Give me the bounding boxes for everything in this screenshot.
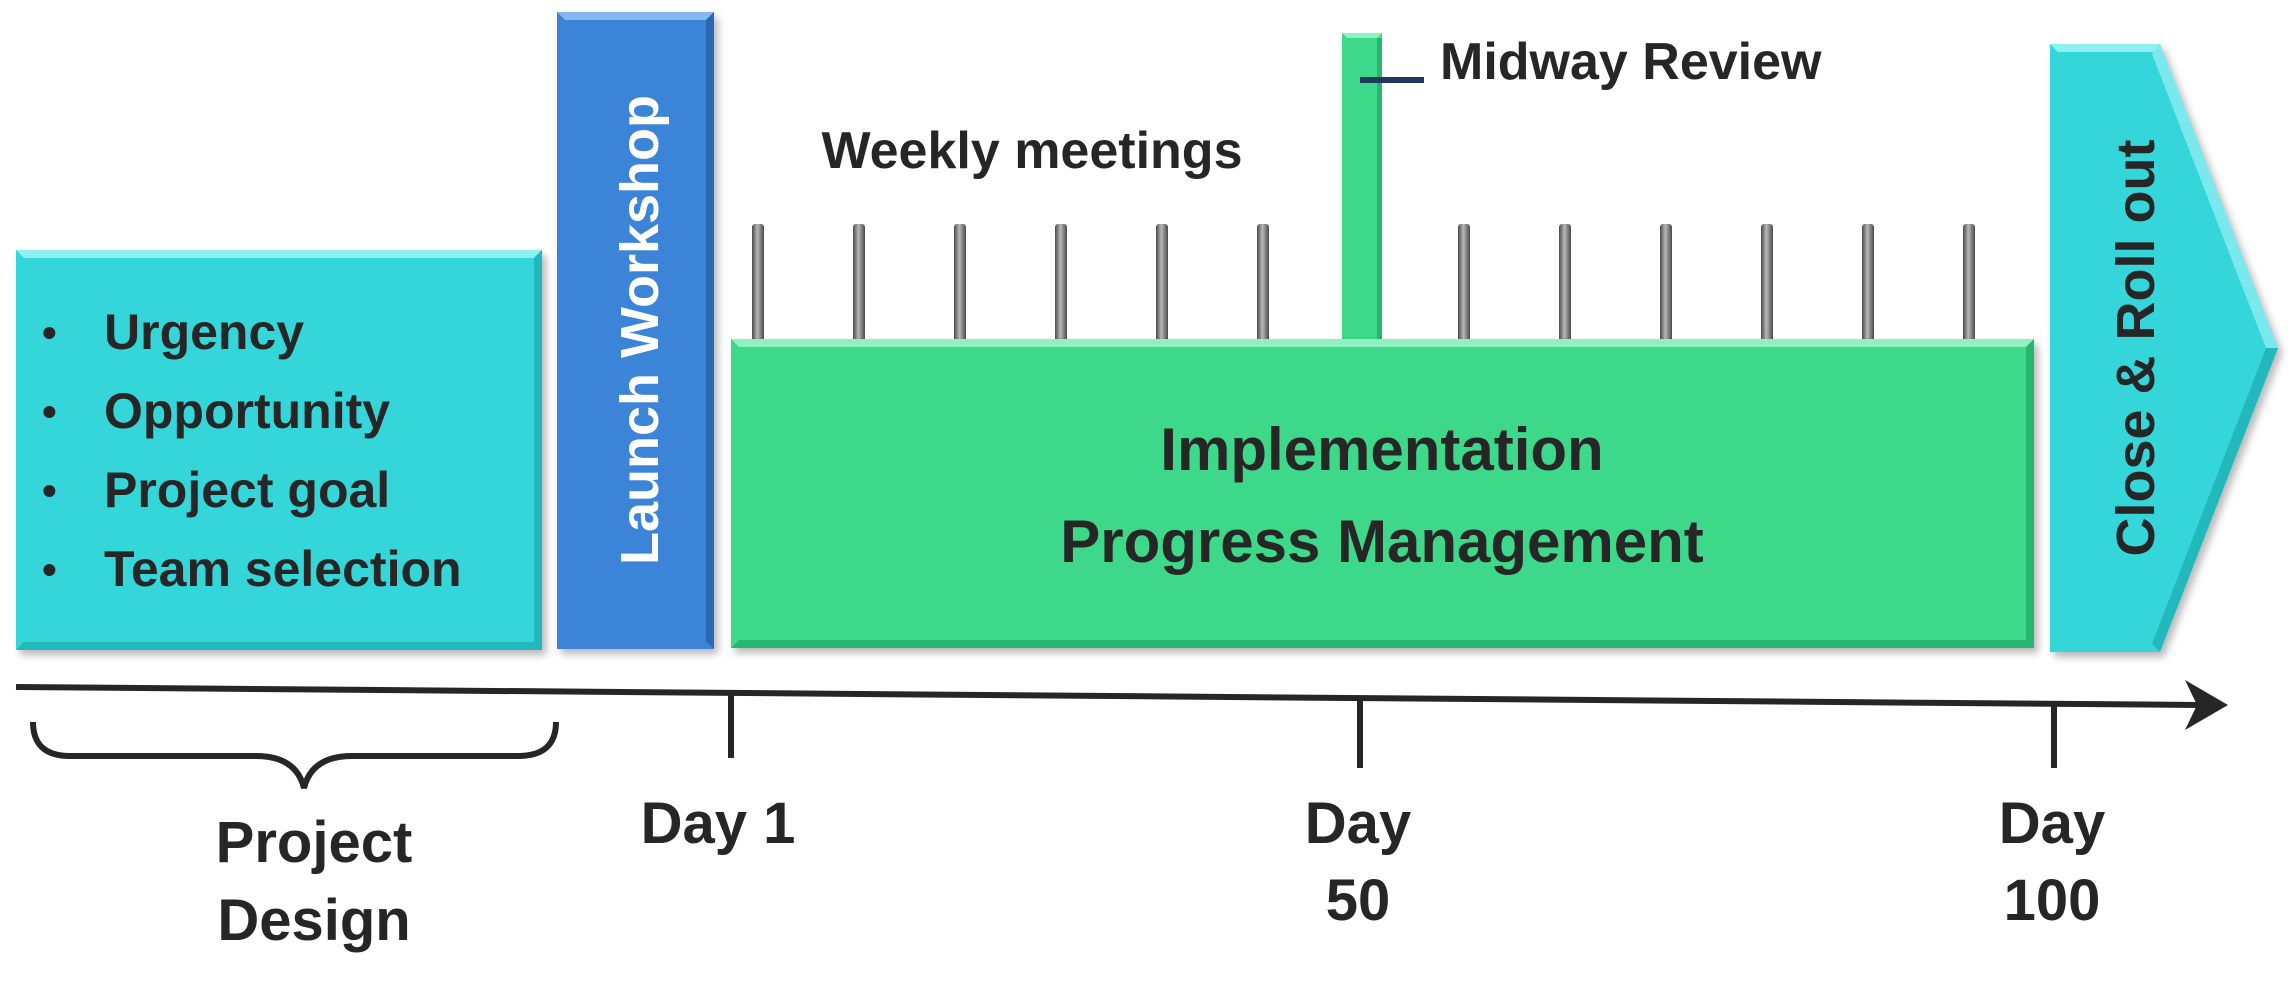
- weekly-meeting-pins: [752, 224, 1975, 342]
- weekly-meetings-label: Weekly meetings: [821, 122, 1242, 180]
- launch-workshop-bar: Launch Workshop: [557, 12, 714, 649]
- project-design-brace: [30, 721, 559, 789]
- close-rollout-label: Close & Roll out: [2106, 139, 2166, 556]
- milestone-day100-label-line1: Day: [1999, 791, 2105, 856]
- weekly-meeting-pin: [752, 224, 764, 342]
- weekly-meeting-pin: [1862, 224, 1874, 342]
- implementation-title: Implementation: [1160, 416, 1603, 483]
- weekly-meeting-pin: [1660, 224, 1672, 342]
- midway-review-label: Midway Review: [1440, 33, 1822, 91]
- bullet-dot: •: [42, 546, 57, 593]
- bullet-team-selection: Team selection: [104, 541, 462, 597]
- milestone-day50-label-line1: Day: [1305, 791, 1411, 856]
- bullet-urgency: Urgency: [104, 304, 304, 360]
- project-design-label-line2: Design: [217, 888, 410, 953]
- weekly-meeting-pin: [1761, 224, 1773, 342]
- milestone-day50-label-line2: 50: [1326, 868, 1391, 933]
- milestone-day1-label: Day 1: [641, 791, 796, 856]
- implementation-box: Implementation Progress Management: [731, 339, 2034, 648]
- midway-review-bar: [1342, 33, 1382, 343]
- weekly-meeting-pin: [1963, 224, 1975, 342]
- weekly-meeting-pin: [1156, 224, 1168, 342]
- launch-workshop-label: Launch Workshop: [610, 95, 670, 565]
- progress-management-title: Progress Management: [1060, 508, 1704, 575]
- project-design-bullets: • Urgency • Opportunity • Project goal •…: [42, 304, 462, 597]
- bullet-dot: •: [42, 388, 57, 435]
- bullet-opportunity: Opportunity: [104, 383, 390, 439]
- weekly-meeting-pin: [954, 224, 966, 342]
- bullet-dot: •: [42, 309, 57, 356]
- bullet-project-goal: Project goal: [104, 462, 390, 518]
- axis-arrowhead: [2185, 680, 2228, 730]
- close-rollout-arrow: Close & Roll out: [2050, 44, 2278, 652]
- weekly-meeting-pin: [1055, 224, 1067, 342]
- weekly-meeting-pin: [1458, 224, 1470, 342]
- timeline-axis: [15, 680, 2228, 730]
- weekly-meeting-pin: [853, 224, 865, 342]
- weekly-meeting-pin: [1559, 224, 1571, 342]
- milestone-day100-label-line2: 100: [2004, 868, 2101, 933]
- bullet-dot: •: [42, 467, 57, 514]
- project-design-box: • Urgency • Opportunity • Project goal •…: [16, 250, 542, 650]
- project-design-label-line1: Project: [216, 810, 413, 875]
- weekly-meeting-pin: [1257, 224, 1269, 342]
